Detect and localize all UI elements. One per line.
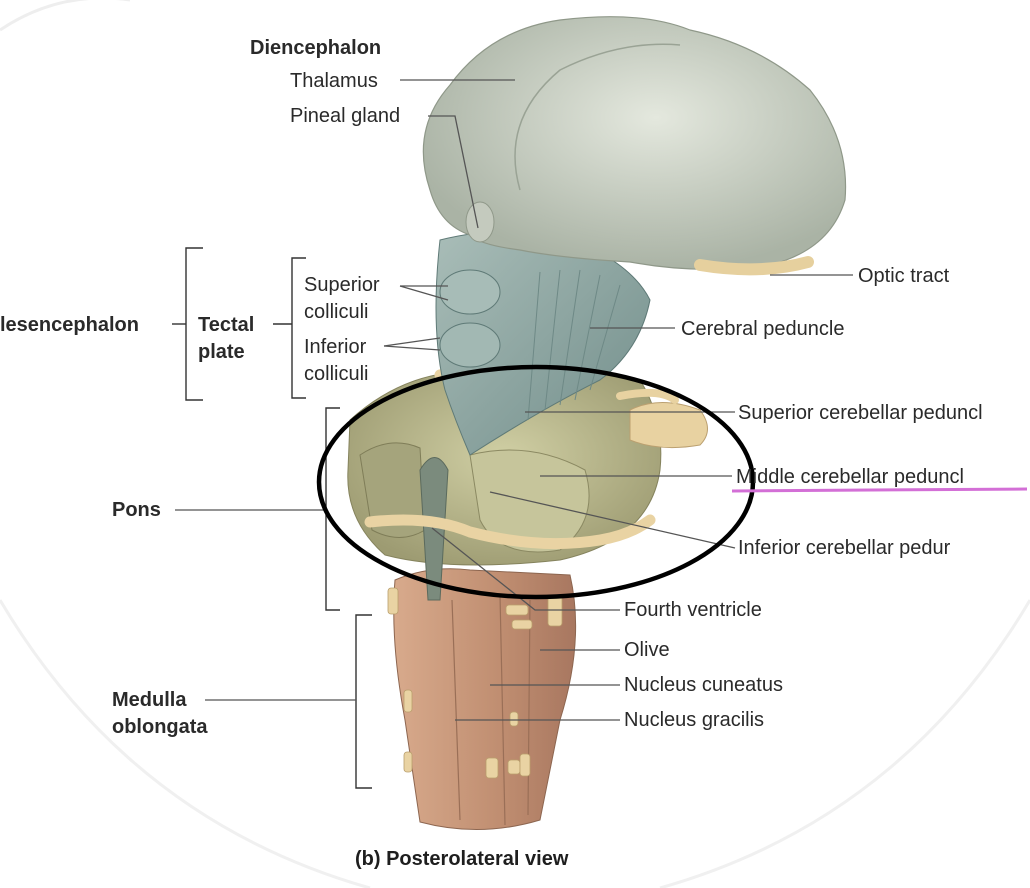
medulla-fibers — [451, 594, 531, 826]
nerve-segment — [616, 388, 679, 404]
optic-tract-shape — [694, 256, 814, 276]
label-pineal-gland: Pineal gland — [290, 105, 401, 127]
label-nucleus-gracilis: Nucleus gracilis — [624, 709, 765, 731]
label-pons: Pons — [112, 499, 161, 521]
label-medulla-1: Medulla — [112, 689, 187, 711]
thalamus-shape — [422, 16, 847, 270]
fourth-ventricle-shape — [419, 457, 449, 601]
label-optic-tract: Optic tract — [858, 265, 950, 287]
label-thalamus: Thalamus — [290, 70, 378, 92]
label-olive: Olive — [624, 639, 670, 661]
label-inferior-colliculi-1: Inferior — [304, 336, 367, 358]
annotation-ellipse — [316, 364, 756, 600]
label-mesencephalon: lesencephalon — [0, 314, 139, 336]
label-diencephalon: Diencephalon — [250, 37, 382, 59]
inferior-colliculus-shape — [439, 322, 501, 368]
label-superior-colliculi-1: Superior — [304, 274, 380, 296]
label-tectal-plate-2: plate — [198, 341, 245, 363]
thalamus-fold — [514, 43, 681, 191]
label-cerebral-peduncle: Cerebral peduncle — [681, 318, 845, 340]
label-middle-cerebellar-peduncle: Middle cerebellar peduncl — [736, 466, 964, 488]
background-edge — [0, 599, 371, 888]
label-superior-cerebellar-peduncle: Superior cerebellar peduncl — [738, 402, 983, 424]
background-edge — [659, 599, 1030, 888]
label-inferior-cerebellar-peduncle: Inferior cerebellar pedur — [738, 537, 951, 559]
background-edge — [0, 0, 130, 32]
superior-colliculus-shape — [439, 269, 501, 315]
pineal-gland-shape — [465, 201, 495, 243]
annotation-underline — [731, 487, 1028, 493]
label-inferior-colliculi-2: colliculi — [304, 363, 369, 385]
label-nucleus-cuneatus: Nucleus cuneatus — [624, 674, 783, 696]
superior-peduncle-nerve — [629, 402, 708, 449]
label-superior-colliculi-2: colliculi — [304, 301, 369, 323]
figure-caption: (b) Posterolateral view — [355, 848, 569, 870]
label-tectal-plate-1: Tectal — [198, 314, 255, 336]
label-fourth-ventricle: Fourth ventricle — [624, 599, 762, 621]
label-medulla-2: oblongata — [112, 716, 208, 738]
nerve-rootlets — [387, 587, 563, 779]
leader-lines — [175, 79, 853, 721]
